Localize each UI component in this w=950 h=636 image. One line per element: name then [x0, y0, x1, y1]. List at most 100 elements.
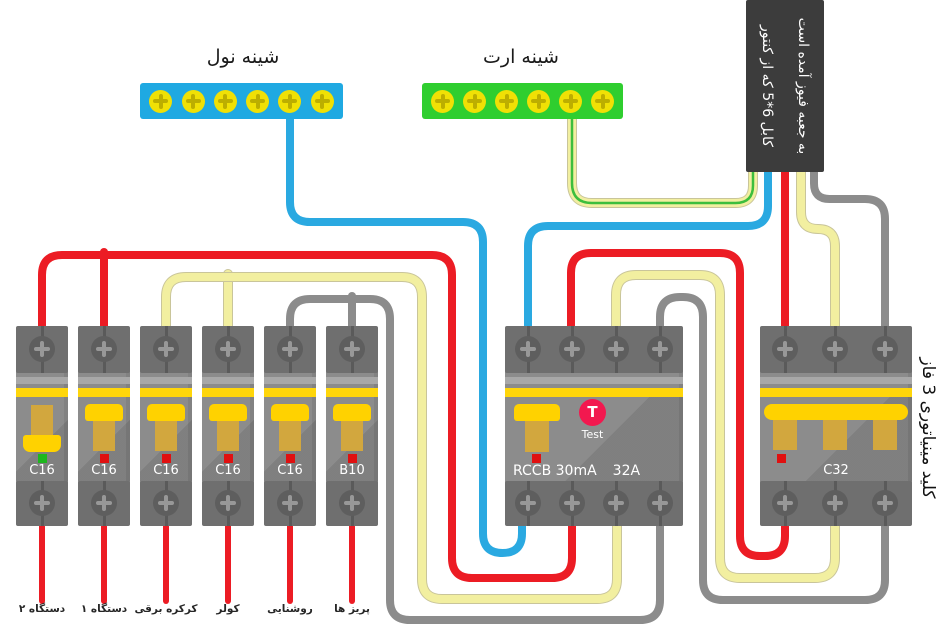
breaker-toggle[interactable] — [333, 404, 371, 421]
terminal-screw-icon — [29, 336, 55, 362]
busbar-screw-icon — [181, 89, 205, 113]
device-face: C16 — [264, 397, 316, 481]
breaker-rating: C16 — [29, 463, 55, 478]
busbar-screw-icon — [527, 89, 550, 113]
c32-toggle-bar[interactable] — [764, 404, 908, 420]
load-label-5: روشنایی — [267, 603, 313, 615]
rccb: T Test RCCB 30mA 32A — [505, 326, 683, 526]
terminal-screw-icon — [29, 490, 55, 516]
c32-face: C32 — [760, 397, 912, 481]
mcb-2: C16 — [78, 326, 130, 526]
terminal-screw-icon — [603, 490, 629, 516]
meter-cable-note-text: به جعبه فیوز آمده است کابل 6*5 که از کنت… — [746, 0, 824, 172]
indicator-light — [532, 454, 541, 463]
mcb-1: C16 — [16, 326, 68, 526]
terminal-screw-icon — [515, 490, 541, 516]
indicator-light — [99, 454, 109, 463]
three-phase-breaker-label: کلید مینیاتوری 3 فاز — [918, 357, 938, 499]
rccb-label: RCCB 30mA — [513, 463, 597, 479]
terminal-screw-icon — [153, 490, 179, 516]
note-line-left: کابل 6*5 که از کنتور — [759, 24, 775, 147]
terminal-screw-icon — [603, 336, 629, 362]
toggle-stem — [217, 418, 239, 451]
note-line-right: به جعبه فیوز آمده است — [795, 17, 811, 155]
load-label-3: کرکره برقی — [134, 603, 198, 615]
terminal-screw-icon — [215, 336, 241, 362]
device-face: C16 — [78, 397, 130, 481]
terminal-screw-icon — [872, 490, 898, 516]
device-band — [505, 377, 683, 384]
rccb-toggle[interactable] — [514, 404, 560, 421]
phase3-meter-to-c32 — [810, 164, 889, 356]
breaker-toggle[interactable] — [147, 404, 185, 421]
breaker-rating: C16 — [153, 463, 179, 478]
toggle-stem — [155, 418, 177, 451]
device-face: C16 — [202, 397, 254, 481]
device-band — [264, 377, 316, 384]
top-terminal — [78, 326, 130, 373]
terminal-screw-icon — [647, 336, 673, 362]
busbar-screw-icon — [431, 89, 454, 113]
busbar-screw-icon — [310, 89, 334, 113]
load-label-6: پریز ها — [334, 603, 370, 615]
device-band — [140, 377, 192, 384]
toggle-stem — [525, 418, 549, 452]
indicator-light — [223, 454, 233, 463]
earth-meter-to-earth-busbar — [568, 112, 757, 207]
top-terminal — [202, 326, 254, 373]
busbar-screw-icon — [149, 89, 173, 113]
device-stripe — [760, 388, 912, 397]
breaker-rating: C16 — [277, 463, 303, 478]
top-terminal — [326, 326, 378, 373]
breaker-toggle[interactable] — [271, 404, 309, 421]
device-stripe — [202, 388, 254, 397]
test-button[interactable]: T — [579, 399, 606, 426]
device-band — [326, 377, 378, 384]
rccb-rating: RCCB 30mA 32A — [513, 463, 640, 479]
earth-busbar — [422, 83, 623, 119]
indicator-light — [161, 454, 171, 463]
terminal-screw-icon — [339, 490, 365, 516]
load-label-1: دستگاه ۲ — [18, 603, 66, 615]
neutral-busbar-title: شینه نول — [206, 46, 280, 68]
terminal-screw-icon — [91, 490, 117, 516]
phase2-rccb-to-mcb3 — [162, 273, 621, 603]
meter-cable-note: به جعبه فیوز آمده است کابل 6*5 که از کنت… — [746, 0, 824, 172]
phase3-rccb-to-mcb5 — [286, 295, 664, 624]
busbar-screw-icon — [246, 89, 270, 113]
busbar-screw-icon — [213, 89, 237, 113]
neutral-busbar — [140, 83, 343, 119]
phase1-rccb-to-mcb1 — [38, 251, 576, 582]
breaker-toggle[interactable] — [23, 435, 61, 452]
top-terminal — [140, 326, 192, 373]
neutral-meter-to-rccb-top — [524, 164, 772, 356]
earth-busbar-title: شینه ارت — [483, 46, 559, 68]
c32-rating: C32 — [823, 463, 849, 478]
device-face: B10 — [326, 397, 378, 481]
rccb-top-terminal — [505, 326, 683, 373]
terminal-screw-icon — [215, 490, 241, 516]
terminal-screw-icon — [91, 336, 117, 362]
bottom-terminal — [264, 481, 316, 526]
rccb-bottom-terminal — [505, 481, 683, 526]
phase3-c32-to-rccb — [656, 293, 889, 604]
terminal-screw-icon — [515, 336, 541, 362]
busbar-screw-icon — [463, 89, 486, 113]
toggle-stem — [873, 417, 897, 450]
terminal-screw-icon — [339, 336, 365, 362]
breaker-toggle[interactable] — [209, 404, 247, 421]
terminal-screw-icon — [277, 490, 303, 516]
c32-top-terminal — [760, 326, 912, 373]
mcb-5: C16 — [264, 326, 316, 526]
terminal-screw-icon — [559, 490, 585, 516]
terminal-screw-icon — [822, 336, 848, 362]
toggle-stem — [279, 418, 301, 451]
device-band — [16, 377, 68, 384]
device-band — [760, 377, 912, 384]
rccb-face: T Test RCCB 30mA 32A — [505, 397, 683, 481]
rccb-amp: 32A — [612, 463, 641, 479]
breaker-toggle[interactable] — [85, 404, 123, 421]
busbar-screw-icon — [495, 89, 518, 113]
indicator-light — [285, 454, 295, 463]
